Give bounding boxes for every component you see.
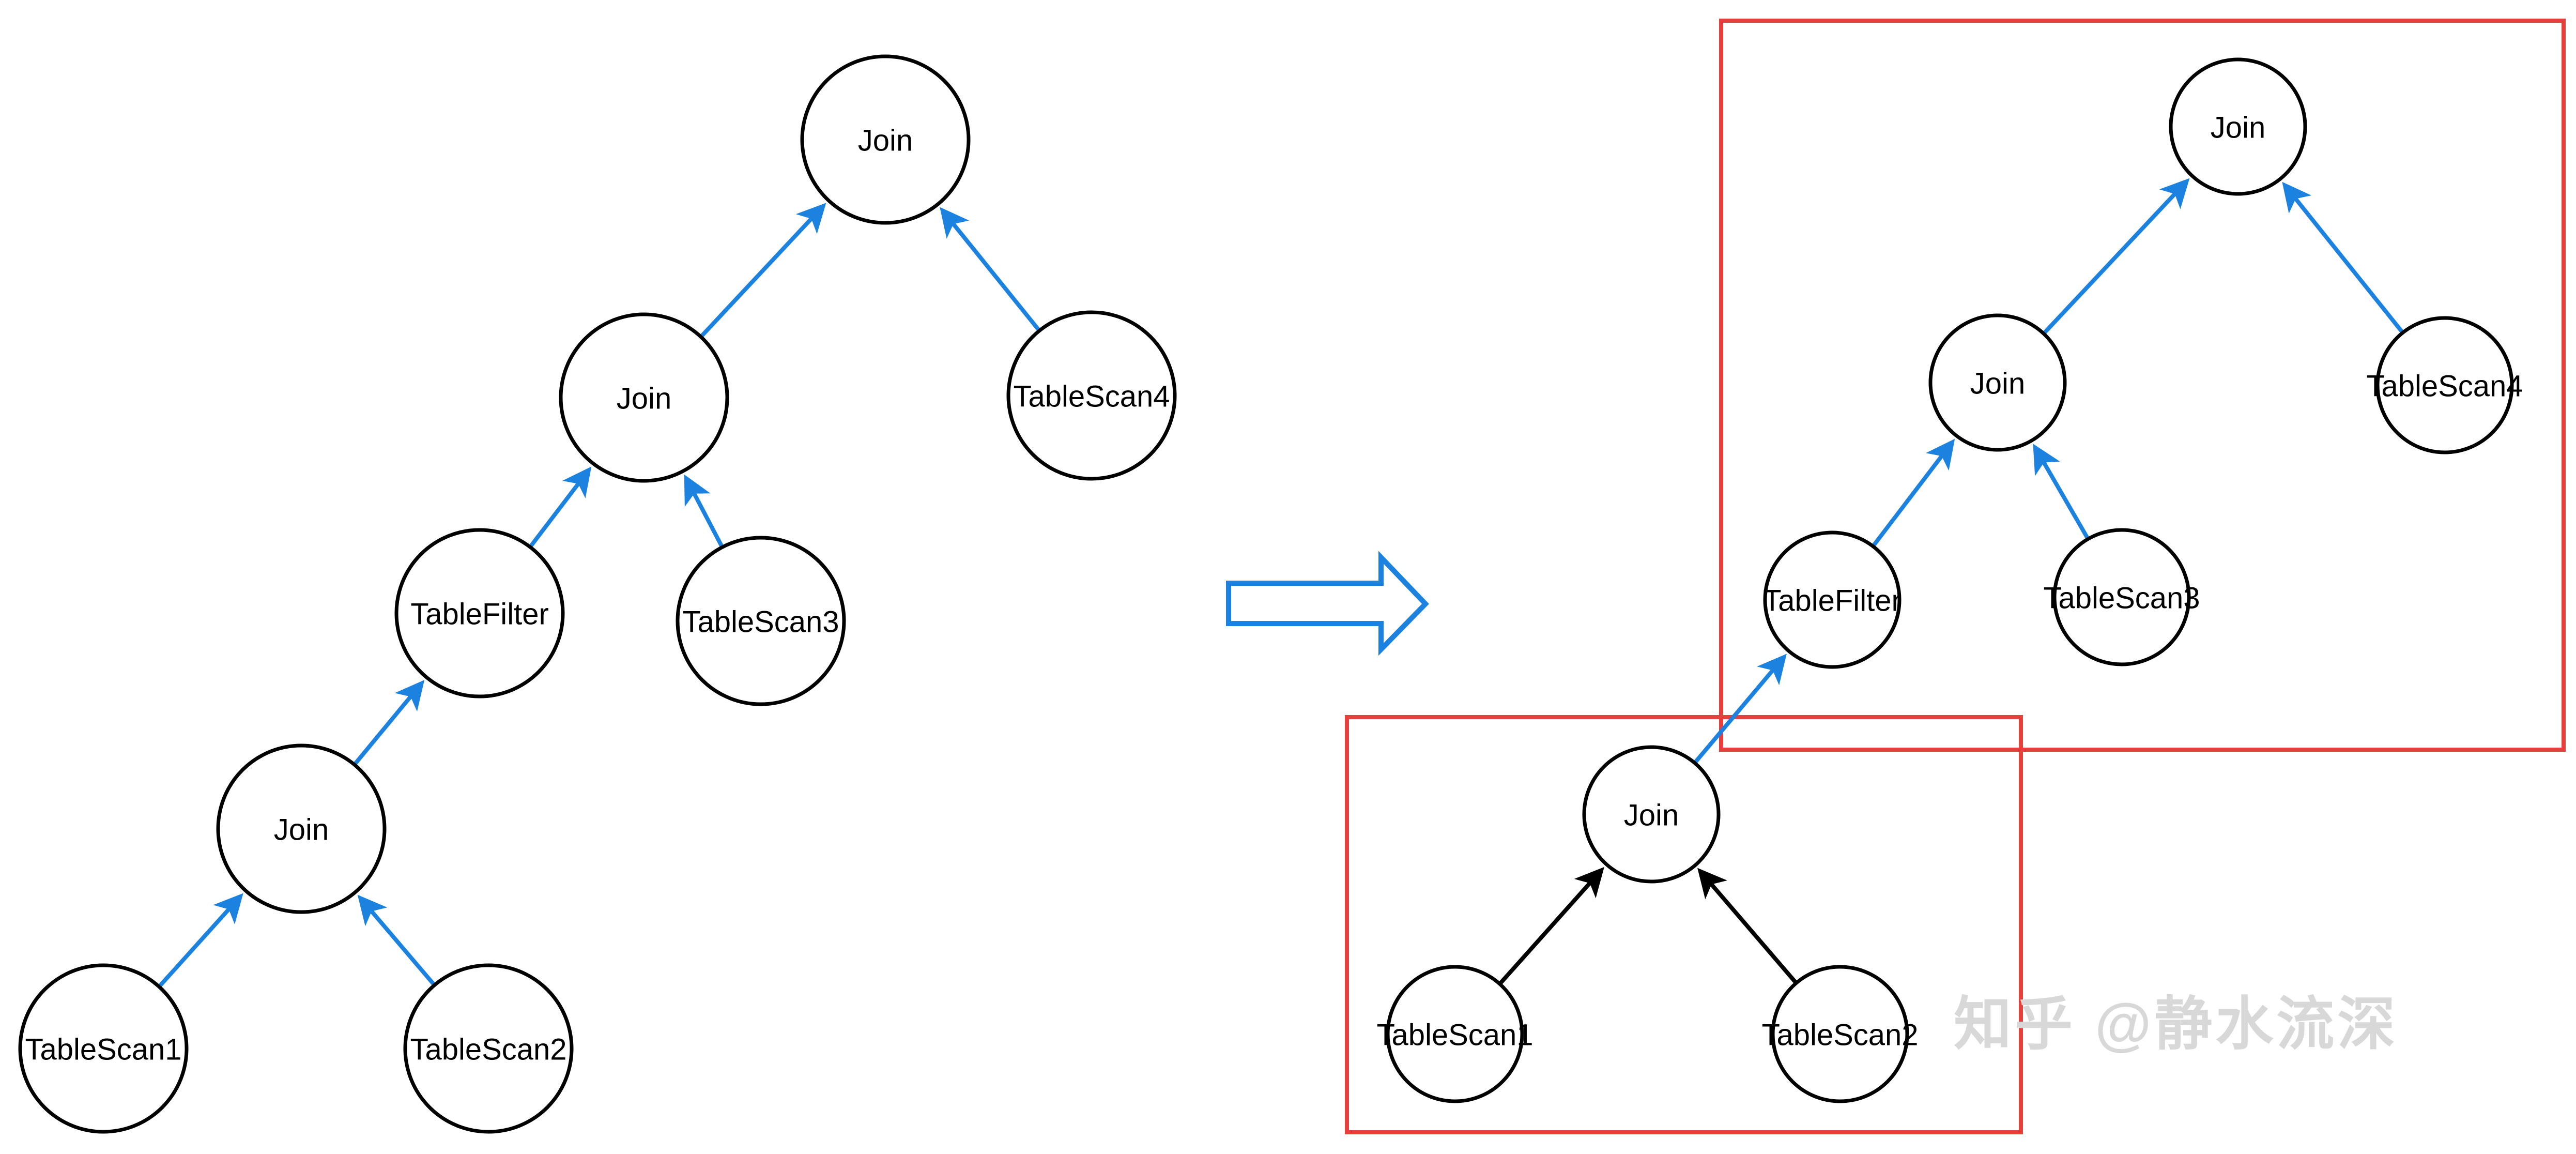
group-box-lower	[1345, 715, 2023, 1134]
node-label-r-tablescan3: TableScan3	[2043, 582, 2200, 615]
plan-node-l-tablescan2[interactable]: TableScan2	[403, 963, 574, 1134]
plan-node-r-tablescan3[interactable]: TableScan3	[2043, 528, 2200, 666]
node-label-r-tablescan4: TableScan4	[2366, 370, 2523, 403]
plan-node-r-join-mid[interactable]: Join	[1928, 313, 2067, 452]
plan-node-l-tablefilter[interactable]: TableFilter	[394, 528, 565, 699]
edge-r-tablescan3-to-r-join-mid	[2033, 444, 2090, 539]
node-label-l-join-mid: Join	[617, 382, 671, 416]
node-label-r-join-top: Join	[2211, 111, 2265, 145]
node-shape-l-join-top	[800, 54, 971, 225]
right-plan-edges	[1499, 178, 2404, 985]
edge-l-tablescan2-to-l-join-bot	[357, 894, 436, 986]
edge-l-tablescan3-to-l-join-mid	[684, 474, 724, 548]
transformation-arrow-icon	[1226, 551, 1429, 656]
group-box-upper	[1719, 19, 2566, 752]
plan-node-l-tablescan3[interactable]: TableScan3	[676, 536, 846, 706]
plan-node-r-tablescan4[interactable]: TableScan4	[2366, 316, 2523, 454]
node-shape-r-join-top	[2169, 57, 2307, 196]
node-label-r-join-mid: Join	[1970, 367, 2025, 401]
node-shape-l-tablescan2	[403, 963, 574, 1134]
edge-l-join-mid-to-l-join-top	[700, 203, 826, 338]
node-shape-l-tablescan4	[1006, 310, 1177, 481]
node-shape-l-join-bot	[216, 743, 387, 914]
node-shape-l-tablefilter	[394, 528, 565, 699]
plan-node-l-tablescan4[interactable]: TableScan4	[1006, 310, 1177, 481]
plan-node-r-join-top[interactable]: Join	[2169, 57, 2307, 196]
watermark-text: 知乎 @静水流深	[1954, 992, 2399, 1056]
node-label-r-tablescan2: TableScan2	[1761, 1019, 1918, 1052]
node-shape-r-tablescan1	[1386, 965, 1524, 1103]
edge-r-tablefilter-to-r-join-mid	[1872, 438, 1955, 547]
edge-l-tablescan4-to-l-join-top	[940, 207, 1040, 331]
node-shape-r-tablescan3	[2052, 528, 2191, 666]
plan-node-r-tablescan2[interactable]: TableScan2	[1761, 965, 1919, 1103]
node-shape-r-join-bot	[1582, 745, 1721, 884]
node-label-l-join-top: Join	[858, 124, 913, 158]
node-shape-l-tablescan1	[18, 963, 189, 1134]
edge-r-tablescan1-to-r-join-bot	[1499, 867, 1604, 985]
plan-node-l-join-bot[interactable]: Join	[216, 743, 387, 914]
edge-l-tablescan1-to-l-join-bot	[158, 893, 243, 988]
plan-node-l-tablescan1[interactable]: TableScan1	[18, 963, 189, 1134]
node-shape-r-join-mid	[1928, 313, 2067, 452]
node-label-l-join-bot: Join	[274, 813, 329, 847]
plan-node-l-join-mid[interactable]: Join	[559, 312, 729, 483]
node-label-r-tablefilter: TableFilter	[1763, 584, 1902, 618]
edge-r-tablescan2-to-r-join-bot	[1697, 868, 1798, 984]
edge-l-join-bot-to-l-tablefilter	[353, 680, 425, 765]
node-label-l-tablescan2: TableScan2	[410, 1033, 566, 1067]
node-label-l-tablescan4: TableScan4	[1013, 380, 1170, 414]
node-label-l-tablescan1: TableScan1	[25, 1033, 181, 1067]
plan-node-l-join-top[interactable]: Join	[800, 54, 971, 225]
edge-r-join-mid-to-r-join-top	[2043, 178, 2190, 335]
left-plan-edges	[158, 203, 1040, 988]
node-label-l-tablescan3: TableScan3	[682, 605, 839, 639]
node-shape-l-join-mid	[559, 312, 729, 483]
edge-r-tablescan4-to-r-join-top	[2282, 181, 2404, 333]
node-label-r-join-bot: Join	[1624, 799, 1679, 832]
node-label-l-tablefilter: TableFilter	[410, 598, 549, 631]
node-shape-r-tablescan2	[1771, 965, 1909, 1103]
plan-node-r-tablefilter[interactable]: TableFilter	[1763, 530, 1902, 669]
edge-l-tablefilter-to-l-join-mid	[529, 466, 592, 548]
edge-r-join-bot-to-r-tablefilter	[1694, 654, 1787, 764]
node-shape-r-tablescan4	[2375, 316, 2514, 454]
node-label-r-tablescan1: TableScan1	[1376, 1019, 1533, 1052]
plan-node-r-join-bot[interactable]: Join	[1582, 745, 1721, 884]
node-shape-r-tablefilter	[1763, 530, 1902, 669]
node-shape-l-tablescan3	[676, 536, 846, 706]
plan-node-r-tablescan1[interactable]: TableScan1	[1376, 965, 1534, 1103]
